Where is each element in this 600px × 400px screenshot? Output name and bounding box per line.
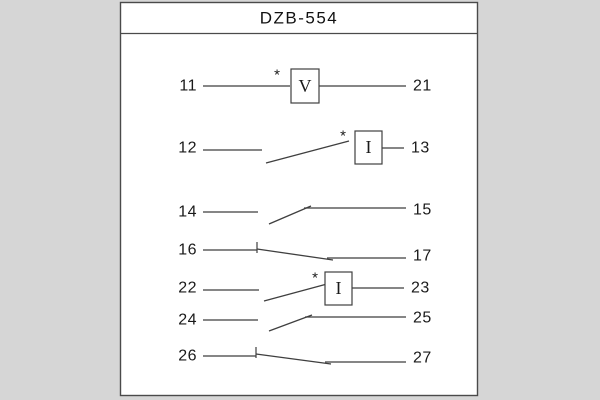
terminal-27: 27 xyxy=(413,350,432,367)
current-element-label: I xyxy=(366,137,372,157)
contact-blade xyxy=(268,205,312,225)
row-16-17: 16 17 xyxy=(178,242,432,265)
row-24-25: 24 25 xyxy=(178,310,432,332)
current-element-label: I xyxy=(336,278,342,298)
diagram-title: DZB-554 xyxy=(260,9,339,28)
contact-blade xyxy=(263,283,328,302)
voltage-element-box xyxy=(290,68,320,104)
voltage-element-label: V xyxy=(299,76,312,96)
row-22-23: 22 * I 23 xyxy=(178,270,430,306)
terminal-23: 23 xyxy=(411,280,430,297)
polarity-star: * xyxy=(274,67,280,84)
contact-blade xyxy=(256,248,334,261)
terminal-25: 25 xyxy=(413,310,432,327)
row-26-27: 26 27 xyxy=(178,347,432,367)
terminal-16: 16 xyxy=(178,242,197,259)
polarity-star: * xyxy=(340,128,346,145)
terminal-22: 22 xyxy=(178,280,197,297)
terminal-24: 24 xyxy=(178,312,197,329)
terminal-12: 12 xyxy=(178,140,197,157)
row-11-21: 11 * V 21 xyxy=(179,67,431,104)
polarity-star: * xyxy=(312,270,318,287)
row-14-15: 14 15 xyxy=(178,202,432,225)
terminal-17: 17 xyxy=(413,248,432,265)
row-12-13: 12 * I 13 xyxy=(178,128,430,165)
contact-blade xyxy=(265,140,350,164)
terminal-26: 26 xyxy=(178,348,197,365)
terminal-13: 13 xyxy=(411,140,430,157)
terminal-21: 21 xyxy=(413,78,432,95)
terminal-15: 15 xyxy=(413,202,432,219)
contact-blade xyxy=(255,353,332,365)
contact-blade xyxy=(268,314,313,332)
panel-outline xyxy=(119,1,479,397)
terminal-14: 14 xyxy=(178,204,197,221)
terminal-11: 11 xyxy=(179,78,197,95)
